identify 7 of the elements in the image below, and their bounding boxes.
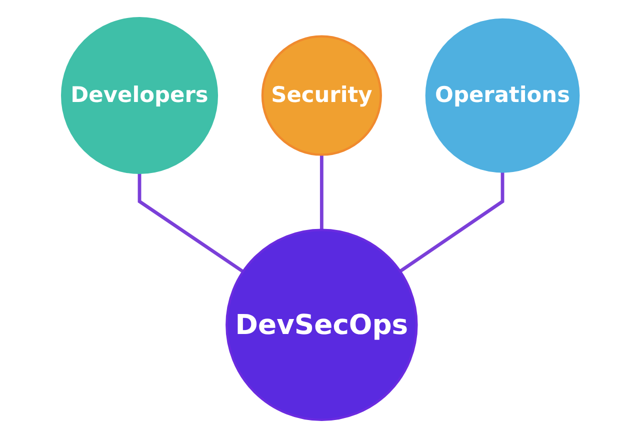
connector: [137, 172, 244, 274]
node-circle: Security: [261, 35, 382, 156]
node-circle: Developers: [60, 16, 218, 174]
connector: [398, 172, 504, 273]
node-circle: DevSecOps: [225, 228, 418, 421]
node-circle: Operations: [424, 18, 580, 173]
connector: [320, 154, 324, 230]
